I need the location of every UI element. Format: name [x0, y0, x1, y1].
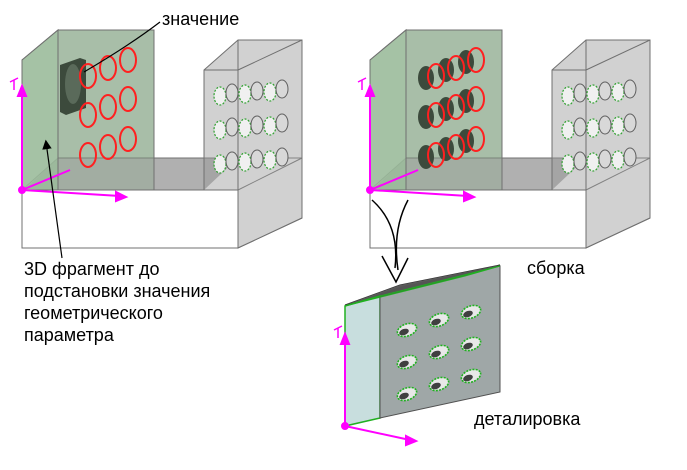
- value-leader-line: [83, 21, 161, 73]
- value-label: значение: [162, 9, 240, 29]
- detailing-label: деталировка: [474, 409, 581, 429]
- right-block-holes: [213, 79, 289, 174]
- assembly-u-model: [357, 28, 651, 249]
- plate-holes-red: [79, 47, 137, 168]
- axes-left: [9, 77, 129, 203]
- fragment-caption-line2: подстановки значения: [24, 281, 211, 301]
- assembly-to-detail-arrow: [371, 199, 409, 284]
- floor-shadow: [24, 158, 238, 190]
- fragment-caption: 3D фрагмент до подстановки значения геом…: [24, 258, 210, 346]
- left-u-model: [9, 21, 303, 249]
- fragment-caption-line4: параметра: [24, 325, 114, 345]
- detail-plate: [333, 264, 501, 447]
- fragment-caption-line1: 3D фрагмент до: [24, 259, 160, 279]
- assembly-label: сборка: [527, 258, 585, 278]
- fragment-leader-arrow: [42, 139, 63, 259]
- fragment-caption-line3: геометрического: [24, 303, 163, 323]
